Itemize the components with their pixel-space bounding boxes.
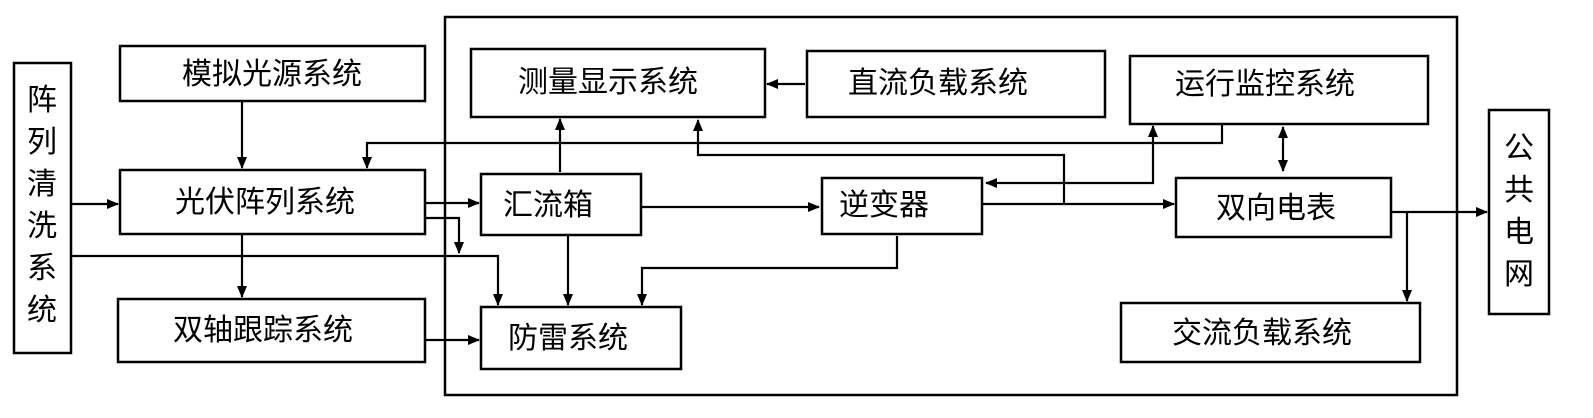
node-dc-load: 直流负载系统 <box>805 49 1107 119</box>
node-public-grid-char-1: 共 <box>1504 173 1534 208</box>
node-array-cleaning-char-1: 列 <box>27 125 57 160</box>
node-inverter-label: 逆变器 <box>839 188 929 223</box>
node-dual-axis-tracking-label: 双轴跟踪系统 <box>173 313 353 348</box>
node-array-cleaning-char-2: 清 <box>27 167 57 202</box>
node-lightning-protection-label: 防雷系统 <box>508 321 628 356</box>
node-operation-monitor-label: 运行监控系统 <box>1175 67 1355 102</box>
system-frame <box>443 15 1459 397</box>
node-pv-array: 光伏阵列系统 <box>118 168 427 236</box>
connector-lines <box>72 79 1488 345</box>
node-lightning-protection: 防雷系统 <box>479 305 683 371</box>
node-public-grid: 公 共 电 网 <box>1487 108 1551 316</box>
node-measure-display: 测量显示系统 <box>469 47 767 119</box>
node-simulated-light: 模拟光源系统 <box>118 44 427 103</box>
node-dual-axis-tracking: 双轴跟踪系统 <box>116 297 427 364</box>
arrow-monitor-to-pv <box>362 125 1224 169</box>
node-array-cleaning-char-0: 阵 <box>27 83 57 118</box>
node-array-cleaning: 阵 列 清 洗 系 统 <box>12 61 73 355</box>
node-public-grid-char-3: 网 <box>1504 257 1534 292</box>
node-inverter: 逆变器 <box>820 176 984 236</box>
node-ac-load: 交流负载系统 <box>1119 301 1422 364</box>
node-pv-array-label: 光伏阵列系统 <box>175 185 355 220</box>
node-combiner-box-label: 汇流箱 <box>503 188 593 223</box>
arrow-cleaning-to-lightning <box>72 254 503 306</box>
node-dc-load-label: 直流负载系统 <box>848 66 1028 101</box>
arrow-inverter-to-lightning <box>637 236 899 306</box>
node-bidirectional-meter: 双向电表 <box>1174 176 1393 239</box>
node-array-cleaning-char-4: 系 <box>27 251 57 286</box>
node-public-grid-char-0: 公 <box>1504 131 1534 166</box>
node-bidirectional-meter-label: 双向电表 <box>1216 191 1336 226</box>
node-array-cleaning-char-3: 洗 <box>27 209 57 244</box>
node-array-cleaning-char-5: 统 <box>27 293 57 328</box>
node-ac-load-label: 交流负载系统 <box>1172 316 1352 351</box>
node-measure-display-label: 测量显示系统 <box>518 65 698 100</box>
arrow-pv-branch-down <box>424 216 464 254</box>
node-combiner-box: 汇流箱 <box>479 172 643 237</box>
node-public-grid-char-2: 电 <box>1504 215 1534 250</box>
arrow-inverter-monitor <box>985 125 1158 188</box>
node-simulated-light-label: 模拟光源系统 <box>182 57 362 92</box>
node-operation-monitor: 运行监控系统 <box>1128 54 1430 126</box>
